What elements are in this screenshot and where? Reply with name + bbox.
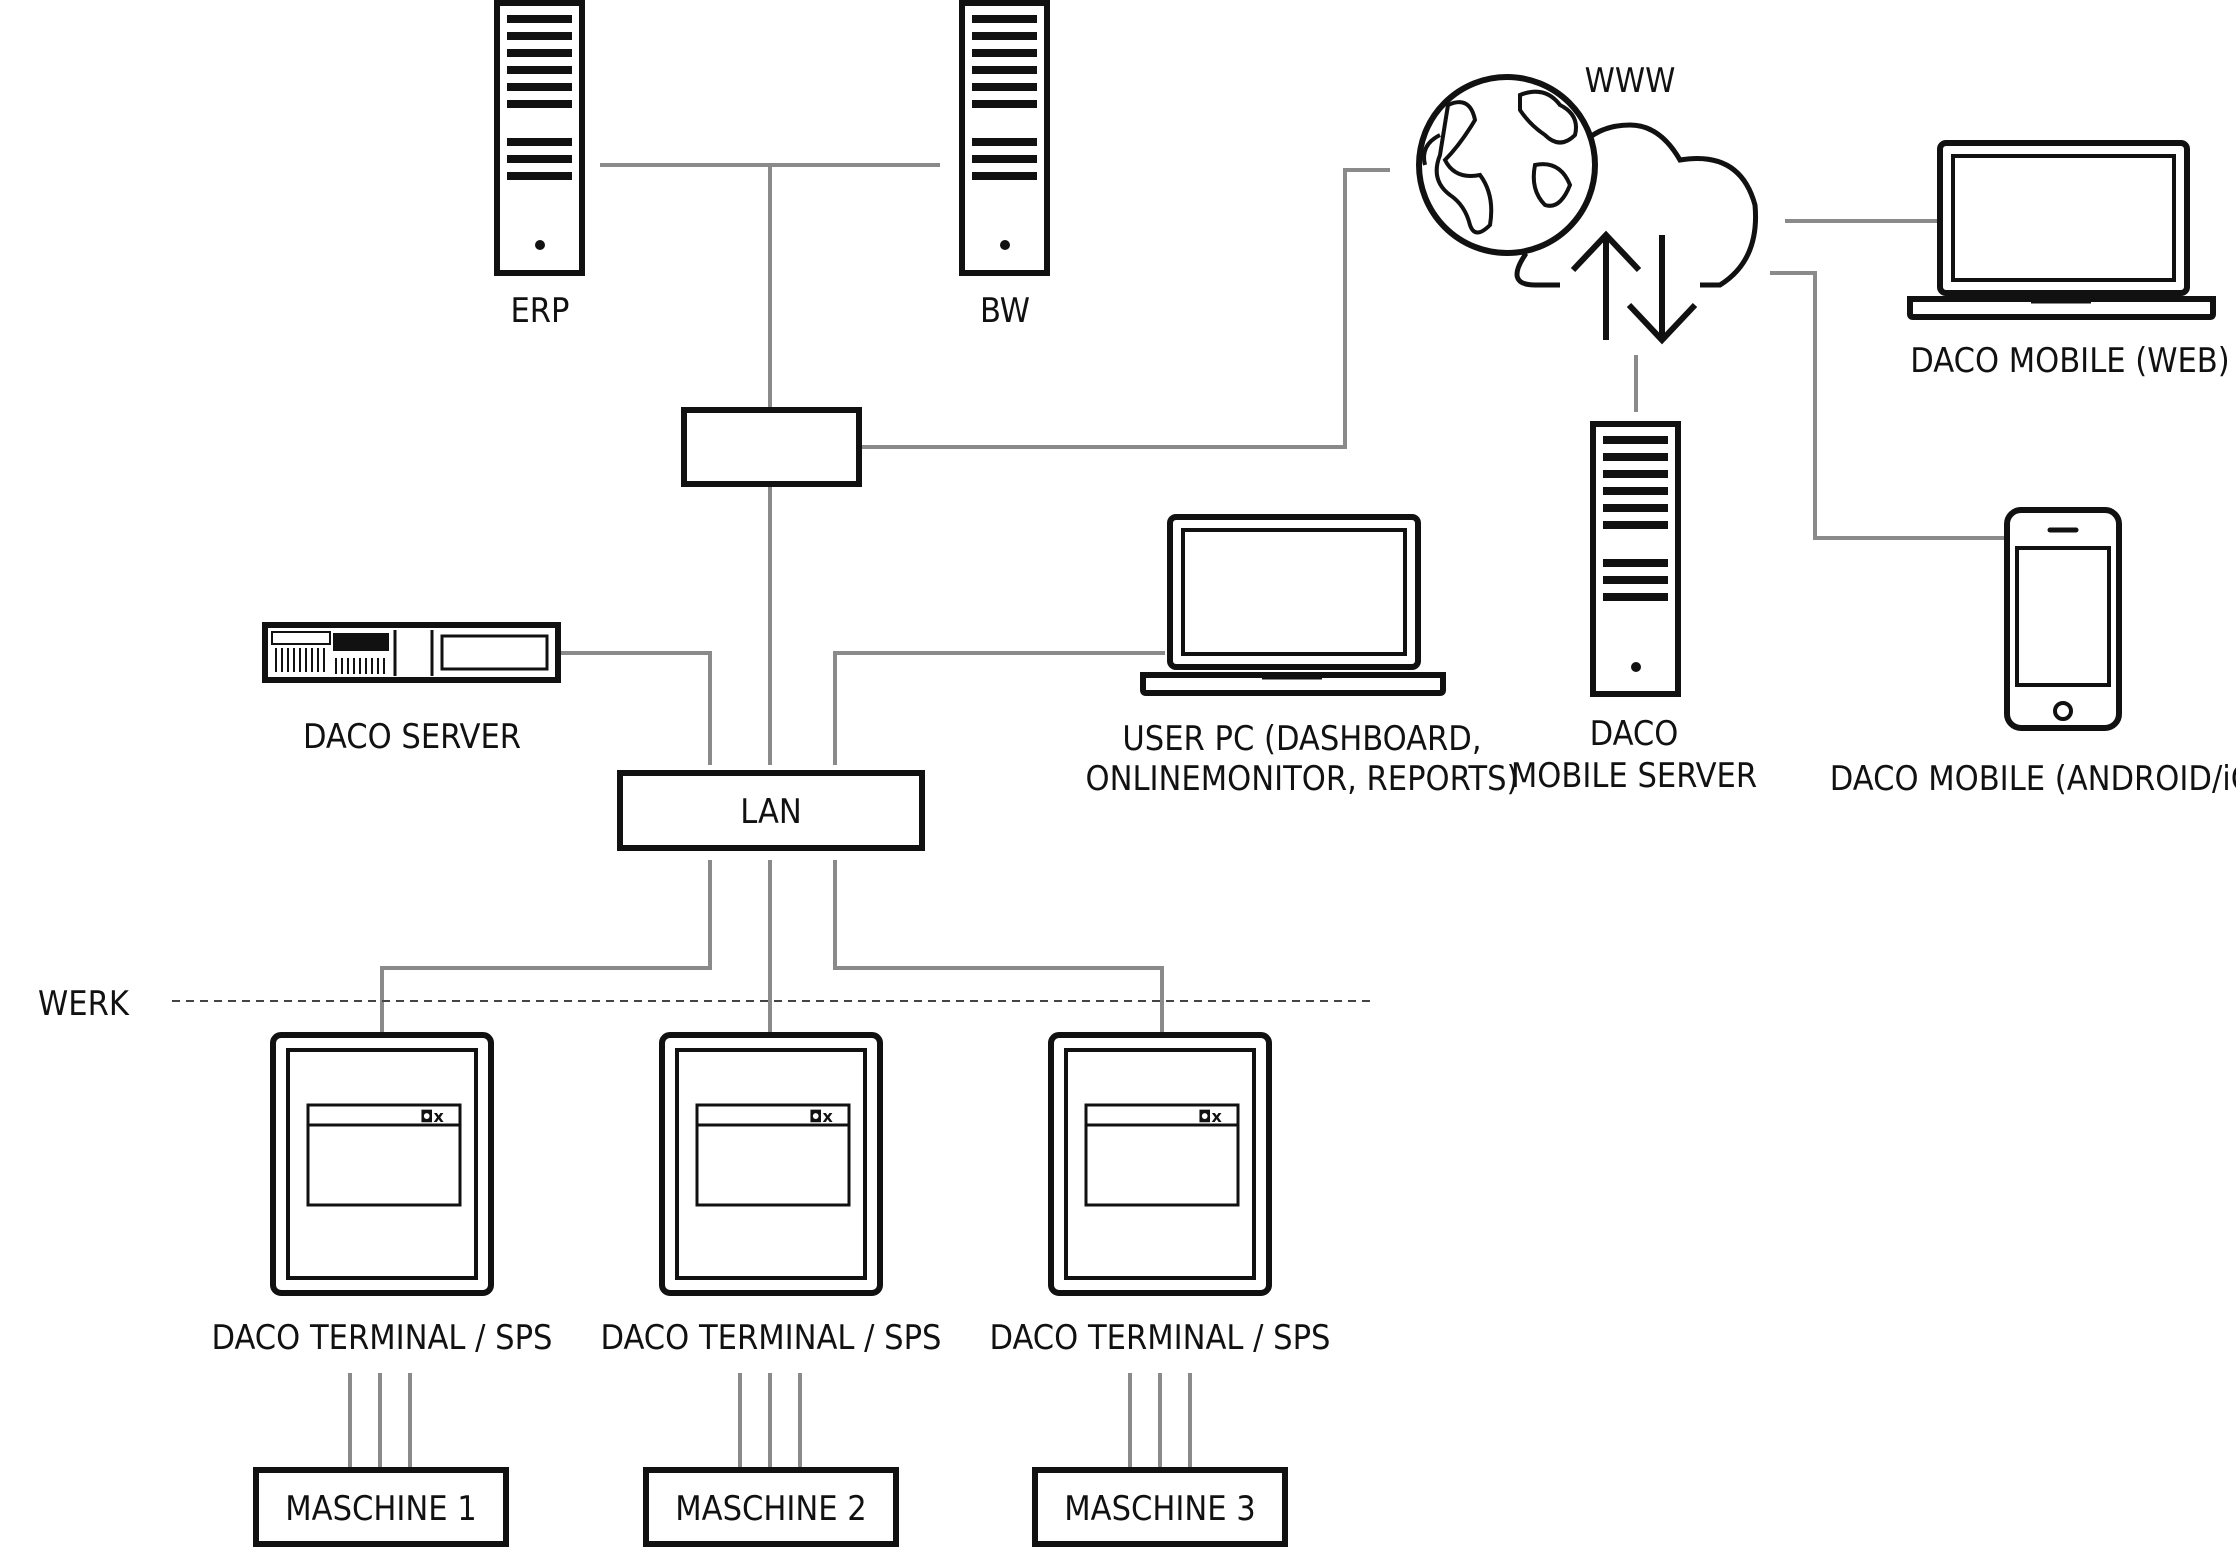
- server-tower-icon: [959, 0, 1050, 276]
- lan-terminal3-connector: [833, 860, 1164, 1033]
- www-label: WWW: [1585, 61, 1676, 101]
- daco-mobile-server: DACO MOBILE SERVER: [1511, 421, 1757, 796]
- smartphone-icon: [2004, 507, 2122, 731]
- laptop-icon: [1140, 514, 1446, 696]
- terminal-1-label: DACO TERMINAL / SPS: [212, 1318, 553, 1358]
- lan-label: LAN: [740, 792, 802, 832]
- server-tower-icon: [494, 0, 585, 276]
- daco-mobile-app-label: DACO MOBILE (ANDROID/iOS): [1830, 759, 2236, 799]
- window-icon: _◘x: [695, 1103, 851, 1207]
- mobile-server-label-line2: MOBILE SERVER: [1511, 756, 1757, 796]
- erp-label: ERP: [510, 291, 569, 331]
- machine-1-label: MASCHINE 1: [285, 1489, 477, 1529]
- svg-text:_◘x: _◘x: [801, 1107, 833, 1126]
- gateway-internet-connector: [860, 168, 1390, 449]
- server-tower-icon: [1590, 421, 1681, 697]
- svg-text:_◘x: _◘x: [412, 1107, 444, 1126]
- terminal-icon: _◘x: [659, 1032, 883, 1296]
- daco-mobile-web-label: DACO MOBILE (WEB): [1910, 341, 2229, 381]
- svg-text:_◘x: _◘x: [1190, 1107, 1222, 1126]
- daco-server: DACO SERVER: [262, 622, 561, 757]
- sync-arrows-icon: [1570, 230, 1698, 345]
- window-icon: _◘x: [306, 1103, 462, 1207]
- rack-server-icon: [262, 622, 561, 683]
- user-pc-label-line1: USER PC (DASHBOARD,: [1122, 719, 1481, 759]
- daco-server-lan-connector: [560, 651, 712, 765]
- mobile-server-label-line1: DACO: [1590, 714, 1679, 754]
- machine-1: MASCHINE 1: [253, 1467, 509, 1547]
- window-icon: _◘x: [1084, 1103, 1240, 1207]
- daco-mobile-web: DACO MOBILE (WEB): [1907, 140, 2230, 381]
- terminal-3-label: DACO TERMINAL / SPS: [990, 1318, 1331, 1358]
- lan-switch: LAN: [617, 770, 925, 851]
- globe-icon: [1416, 74, 1598, 256]
- gateway-box: [681, 407, 862, 487]
- cloud-phone-connector: [1770, 271, 2007, 540]
- user-pc-lan-connector: [833, 651, 1165, 765]
- machine-3-label: MASCHINE 3: [1064, 1489, 1256, 1529]
- daco-terminal-3: _◘x DACO TERMINAL / SPS: [990, 1032, 1331, 1358]
- werk-label: WERK: [38, 984, 130, 1024]
- terminal-2-label: DACO TERMINAL / SPS: [601, 1318, 942, 1358]
- daco-terminal-2: _◘x DACO TERMINAL / SPS: [601, 1032, 942, 1358]
- machine-2: MASCHINE 2: [643, 1467, 899, 1547]
- erp-server: ERP: [494, 0, 585, 331]
- machine-3: MASCHINE 3: [1032, 1467, 1288, 1547]
- laptop-icon: [1907, 140, 2216, 320]
- terminal-icon: _◘x: [1048, 1032, 1272, 1296]
- daco-terminal-1: _◘x DACO TERMINAL / SPS: [212, 1032, 553, 1358]
- user-pc: USER PC (DASHBOARD, ONLINEMONITOR, REPOR…: [1086, 514, 1519, 799]
- internet: WWW: [1416, 61, 1759, 345]
- daco-server-label: DACO SERVER: [303, 717, 521, 757]
- lan-terminal1-connector: [380, 860, 712, 1033]
- daco-mobile-app: DACO MOBILE (ANDROID/iOS): [1830, 507, 2236, 799]
- terminal-icon: _◘x: [270, 1032, 494, 1296]
- connectors: [348, 163, 2007, 1468]
- bw-server: BW: [959, 0, 1050, 331]
- bw-label: BW: [980, 291, 1030, 331]
- machine-2-label: MASCHINE 2: [675, 1489, 867, 1529]
- user-pc-label-line2: ONLINEMONITOR, REPORTS): [1086, 759, 1519, 799]
